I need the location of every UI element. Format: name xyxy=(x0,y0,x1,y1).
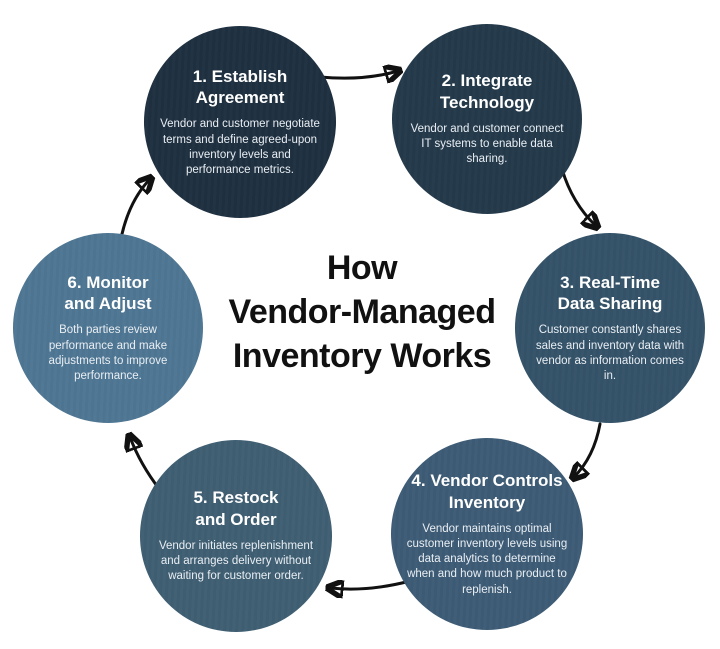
step-4-vendor-controls-inventory: 4. Vendor Controls Inventory Vendor main… xyxy=(391,438,583,630)
step-1-establish-agreement: 1. Establish Agreement Vendor and custom… xyxy=(144,26,336,218)
step-6-monitor-and-adjust: 6. Monitor and Adjust Both parties revie… xyxy=(13,233,203,423)
arrow-step3-to-step4 xyxy=(574,422,602,477)
step-4-description: Vendor maintains optimal customer invent… xyxy=(406,522,568,596)
step-2-description: Vendor and customer connect IT systems t… xyxy=(410,122,564,166)
arrow-step1-to-step2 xyxy=(318,71,398,78)
step-5-description: Vendor initiates replenishment and arran… xyxy=(158,539,314,583)
step-4-heading: 4. Vendor Controls Inventory xyxy=(411,471,563,512)
step-6-description: Both parties review performance and make… xyxy=(48,324,168,382)
arrow-step4-to-step5 xyxy=(330,581,412,589)
step-2-heading: 2. Integrate Technology xyxy=(439,71,535,112)
step-3-description: Customer constantly shares sales and inv… xyxy=(535,324,685,382)
arrow-step6-to-step1 xyxy=(120,179,150,236)
step-5-restock-and-order: 5. Restock and Order Vendor initiates re… xyxy=(140,440,332,632)
step-1-description: Vendor and customer negotiate terms and … xyxy=(160,118,320,176)
step-6-heading: 6. Monitor and Adjust xyxy=(64,272,152,314)
step-3-real-time-data-sharing: 3. Real-Time Data Sharing Customer const… xyxy=(515,233,705,423)
step-2-integrate-technology: 2. Integrate Technology Vendor and custo… xyxy=(392,24,582,214)
arrow-step2-to-step3 xyxy=(560,167,596,226)
step-5-heading: 5. Restock and Order xyxy=(193,488,279,529)
step-1-heading: 1. Establish Agreement xyxy=(192,66,288,108)
step-3-heading: 3. Real-Time Data Sharing xyxy=(557,272,663,314)
diagram-title: How Vendor-Managed Inventory Works xyxy=(228,249,496,376)
